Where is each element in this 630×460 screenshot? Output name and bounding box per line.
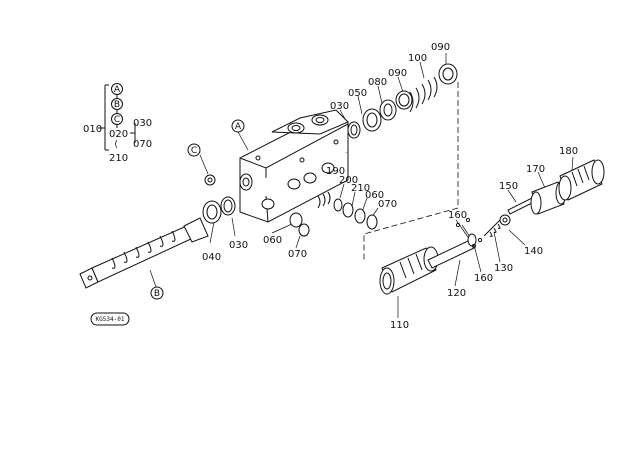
label-060-right: 060 (365, 190, 384, 201)
label-070-right: 070 (378, 199, 397, 210)
ref-marker-c: C (191, 146, 197, 156)
legend-ref-b-circle (111, 98, 123, 110)
label-040: 040 (202, 252, 221, 263)
legend-sub-label: 020 (109, 129, 128, 140)
legend-sub-right-bottom: 070 (133, 139, 152, 150)
label-050: 050 (348, 88, 367, 99)
label-090-mid: 090 (388, 68, 407, 79)
legend-group-label: 010 (83, 124, 102, 135)
label-200: 200 (339, 175, 358, 186)
label-090-top: 090 (431, 42, 450, 53)
label-190: 190 (326, 166, 345, 177)
part-labels: 090 100 090 080 050 030 190 200 210 060 … (202, 42, 578, 331)
label-060-left: 060 (263, 235, 282, 246)
image-code-badge: KG534-01 (90, 312, 130, 326)
drawing-ref-markers: A C B (150, 119, 245, 300)
ref-marker-b: B (154, 289, 160, 299)
label-140: 140 (524, 246, 543, 257)
legend-sub-right-top: 030 (133, 118, 152, 129)
label-080-top: 080 (368, 77, 387, 88)
label-130: 130 (494, 263, 513, 274)
legend-group: A B C 010 020 030 070 210 (83, 83, 152, 164)
legend-ref-b: B (114, 100, 120, 110)
legend-ref-c-circle (111, 113, 123, 125)
valve-body (239, 109, 349, 223)
label-110: 110 (390, 320, 409, 331)
label-030-top: 030 (330, 101, 349, 112)
label-150: 150 (499, 181, 518, 192)
top-right-stack (347, 63, 458, 139)
legend-ref-a: A (114, 85, 121, 95)
label-180: 180 (559, 146, 578, 157)
legend-ref-a-circle (111, 83, 123, 95)
label-070-left: 070 (288, 249, 307, 260)
ref-marker-a: A (235, 122, 242, 132)
label-160-top: 160 (448, 210, 467, 221)
label-210: 210 (351, 183, 370, 194)
legend-ref-c: C (114, 115, 120, 125)
right-assembly (379, 159, 605, 295)
spool-shaft (79, 217, 209, 289)
small-parts (202, 174, 378, 237)
image-code: KG534-01 (96, 316, 125, 323)
label-120: 120 (447, 288, 466, 299)
label-160-bottom: 160 (474, 273, 493, 284)
legend-bottom-label: 210 (109, 153, 128, 164)
label-100: 100 (408, 53, 427, 64)
label-030-left: 030 (229, 240, 248, 251)
label-170: 170 (526, 164, 545, 175)
